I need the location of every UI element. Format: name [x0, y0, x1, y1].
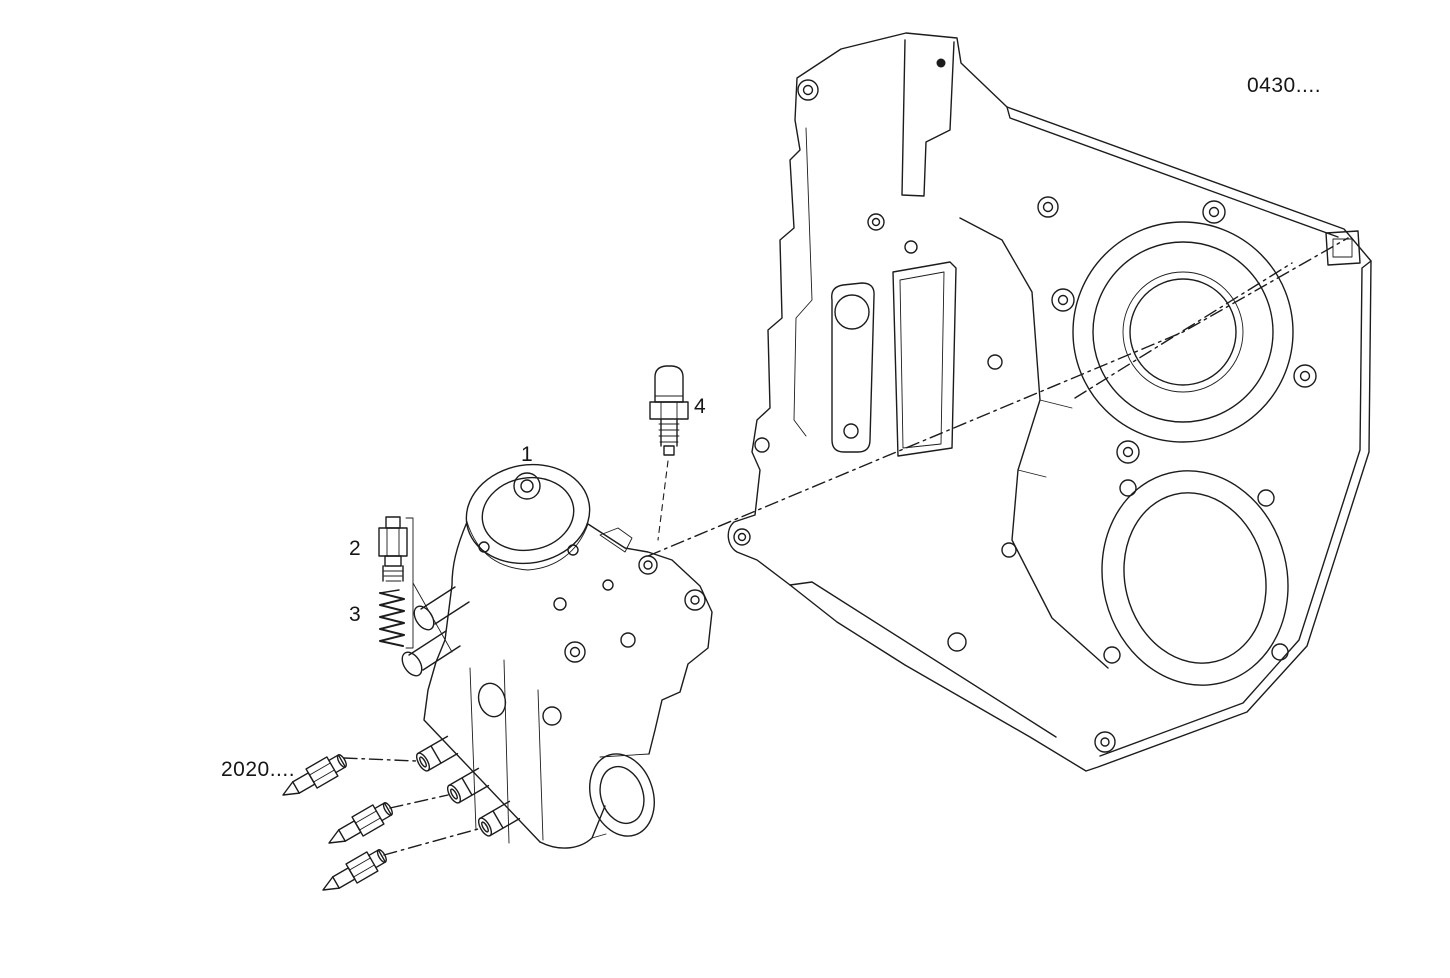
injection-pump-drawing	[401, 463, 713, 849]
delivery-valve-drawing	[378, 516, 408, 582]
callout-part-1: 1	[521, 443, 534, 466]
callout-part-2: 2	[349, 537, 362, 560]
bracket-leader-parts-2-3	[405, 517, 453, 653]
spring-drawing	[379, 589, 405, 647]
callout-part-4: 4	[694, 395, 707, 418]
ref-label-pipes: 2020....	[221, 758, 296, 781]
center-axis-lines	[647, 237, 1349, 557]
sensor-valve-drawing	[649, 365, 689, 541]
union-fittings-drawing	[276, 749, 479, 901]
ref-label-housing: 0430....	[1247, 74, 1322, 97]
engine-housing-drawing	[727, 32, 1372, 772]
callout-part-3: 3	[349, 603, 362, 626]
